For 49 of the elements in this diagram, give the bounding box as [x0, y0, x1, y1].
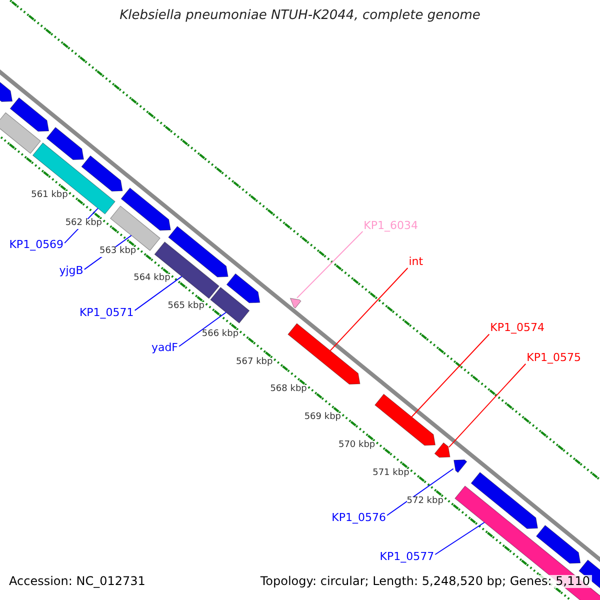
gene-label: yjgB: [59, 265, 84, 278]
leader-line: [386, 468, 454, 516]
gene-label: KP1_6034: [364, 220, 418, 232]
scale-label: 570 kbp: [338, 440, 376, 451]
gene-label: KP1_0575: [526, 352, 581, 364]
scale-label: 562 kbp: [65, 218, 102, 229]
scale-label: 568 kbp: [270, 385, 307, 396]
gene-block: [168, 226, 228, 278]
gene-block: [536, 524, 581, 564]
gene-bar: [0, 112, 41, 154]
gene-block: [10, 97, 50, 132]
scale-label: 561 kbp: [31, 191, 68, 201]
scale-label: 569 kbp: [304, 413, 342, 424]
gene-bar: [210, 286, 250, 324]
title: Klebsiella pneumoniae NTUH-K2044, complete genome: [118, 9, 482, 24]
gene-bar: [154, 242, 220, 299]
gene-block: [226, 273, 260, 304]
gene-bar: [32, 142, 116, 214]
leader-line: [411, 334, 490, 418]
gene-label: yadF: [151, 342, 178, 355]
gene-block: [374, 394, 436, 446]
scale-label: 563 kbp: [99, 246, 136, 257]
leader-line: [330, 268, 408, 352]
gene-label: KP1_0576: [332, 512, 386, 524]
scale-label: 572 kbp: [406, 496, 444, 506]
gene-block: [46, 126, 84, 160]
gene-label: int: [408, 256, 424, 268]
scale-label: 566 kbp: [202, 330, 239, 340]
leader-line: [178, 312, 227, 347]
scale-label: 567 kbp: [236, 358, 273, 368]
gene-block: [434, 442, 450, 458]
gene-block: [120, 188, 171, 231]
gene-block: [290, 298, 302, 308]
gene-block: [453, 459, 468, 473]
gene-block: [470, 472, 538, 529]
genome-info-text: Topology: circular; Length: 5,248,520 bp; Genes: 5,110: [258, 575, 592, 588]
gene-label: KP1_0574: [490, 322, 545, 334]
accession-text: Accession: NC_012731: [9, 575, 146, 588]
gene-label: KP1_0569: [9, 239, 64, 252]
leader-line: [434, 522, 485, 555]
scale-label: 565 kbp: [168, 302, 204, 312]
gene-block: [81, 155, 123, 192]
scale-label: 571 kbp: [372, 468, 410, 479]
gene-block: [288, 323, 360, 385]
leader-line: [448, 363, 526, 448]
gene-label: KP1_0571: [79, 306, 134, 319]
leader-line: [296, 230, 364, 298]
gene-label: KP1_0577: [380, 550, 434, 563]
scale-label: 564 kbp: [134, 274, 170, 284]
